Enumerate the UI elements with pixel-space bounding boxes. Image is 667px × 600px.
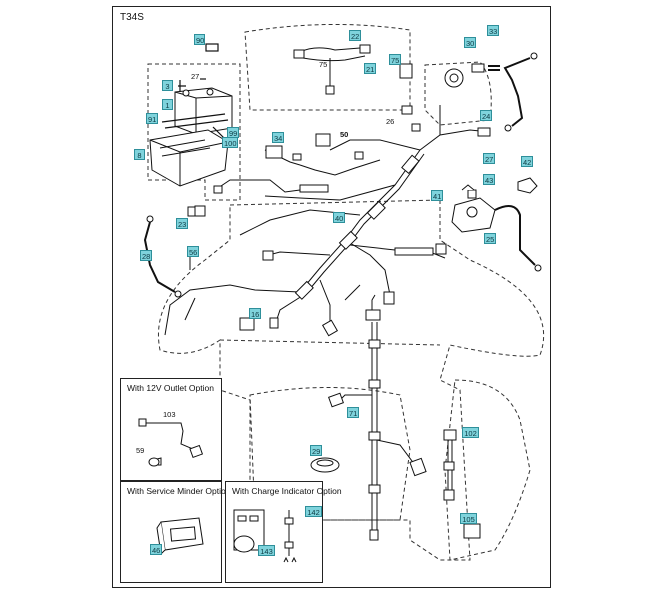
harness-sleeves [294,154,434,300]
callout-27a[interactable]: 27 [191,72,200,81]
callout-75b[interactable]: 75 [389,54,401,65]
switches [194,145,283,331]
callout-41[interactable]: 41 [431,190,443,201]
part-29 [310,457,340,473]
diagram-frame [112,6,551,588]
callout-28[interactable]: 28 [140,250,152,261]
callout-34[interactable]: 34 [272,132,284,143]
callout-27b[interactable]: 27 [483,153,495,164]
headlight-harness [293,44,371,95]
starter-cable-25 [494,205,542,272]
callout-50[interactable]: 50 [340,130,349,139]
inset-12v-outlet: With 12V Outlet Option 103 59 [120,378,222,481]
callout-1[interactable]: 1 [162,99,173,110]
callout-16[interactable]: 16 [249,308,261,319]
battery-tray [149,129,229,187]
callout-40[interactable]: 40 [333,212,345,223]
callout-43[interactable]: 43 [483,174,495,185]
inset-service-minder: With Service Minder Option 46 [120,481,230,583]
ground-cable-28 [143,215,182,298]
callout-30[interactable]: 30 [464,37,476,48]
ref-59[interactable]: 59 [136,446,145,455]
callout-3[interactable]: 3 [162,80,173,91]
service-minder-drawing [156,517,204,556]
battery-hardware [161,43,229,140]
inset-service-minder-title: With Service Minder Option [127,486,231,496]
inset-12v-outlet-title: With 12V Outlet Option [127,383,214,393]
callout-75a[interactable]: 75 [319,60,328,69]
callout-33[interactable]: 33 [487,25,499,36]
rear-harness [337,294,421,540]
callout-22[interactable]: 22 [349,30,361,41]
inset-charge-indicator: With Charge Indicator Option 142 143 [225,481,342,583]
callout-25[interactable]: 25 [484,233,496,244]
callout-23[interactable]: 23 [176,218,188,229]
callout-100[interactable]: 100 [222,137,238,148]
main-harness [164,105,491,336]
callout-71[interactable]: 71 [347,407,359,418]
ref-142[interactable]: 142 [305,506,322,517]
callout-42[interactable]: 42 [521,156,533,167]
boot-42 [517,177,538,194]
callout-91[interactable]: 91 [146,113,158,124]
callout-105[interactable]: 105 [460,513,477,524]
relay-sensor [444,63,485,88]
starter-solenoid [451,184,496,233]
callout-8[interactable]: 8 [134,149,145,160]
ref-143[interactable]: 143 [258,545,275,556]
callout-26[interactable]: 26 [386,117,395,126]
callout-102[interactable]: 102 [462,427,479,438]
callout-90[interactable]: 90 [194,34,205,45]
rear-harness-sleeves [328,309,427,541]
callout-24[interactable]: 24 [480,110,492,121]
battery-cable-24 [488,52,538,132]
ref-46[interactable]: 46 [150,544,162,555]
charge-indicator-drawing [233,509,297,563]
outlet-drawing [138,418,204,467]
callout-29[interactable]: 29 [310,445,322,456]
ref-103[interactable]: 103 [163,410,176,419]
diagram-code: T34S [120,12,144,23]
inset-charge-indicator-title: With Charge Indicator Option [232,486,342,496]
harness-102 [443,429,457,501]
callout-21[interactable]: 21 [364,63,376,74]
callout-56[interactable]: 56 [187,246,199,257]
